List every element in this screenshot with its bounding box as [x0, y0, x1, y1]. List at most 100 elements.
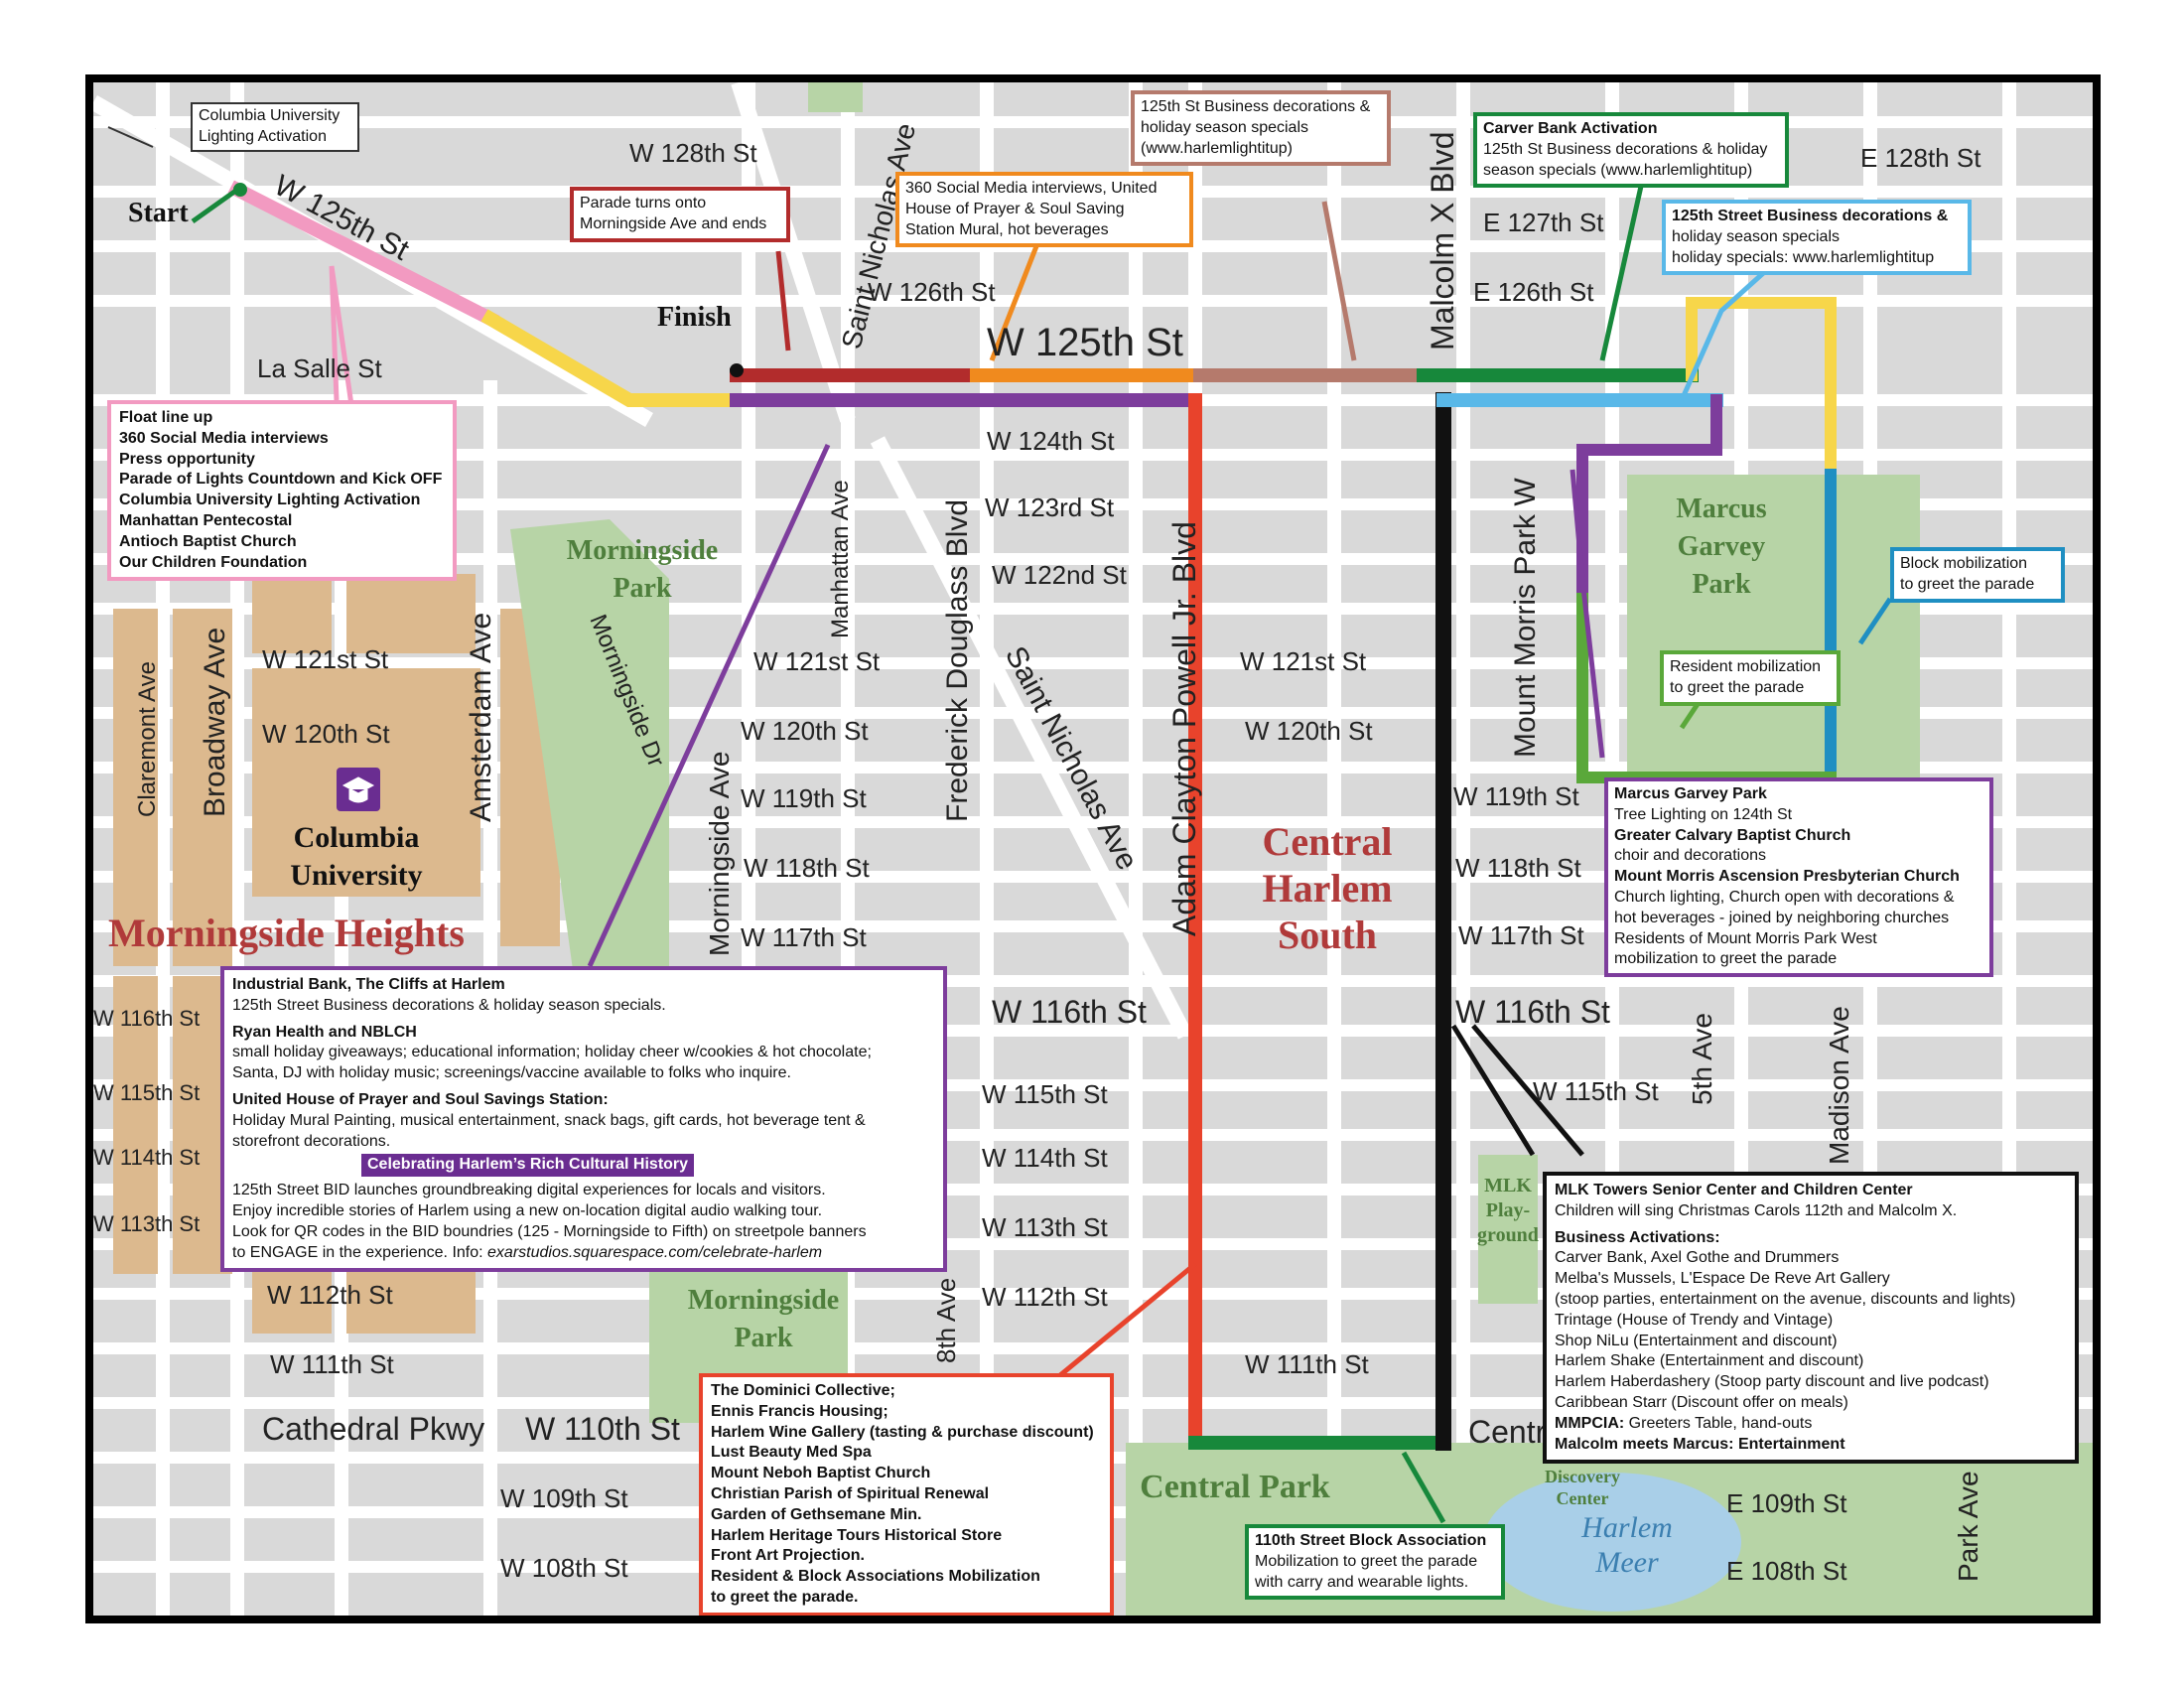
street-label: Cathedral Pkwy [262, 1411, 484, 1447]
callout-line: Residents of Mount Morris Park West [1614, 929, 1877, 947]
street-label: W 121st St [1240, 646, 1367, 676]
callout-line: choir and decorations [1614, 847, 1766, 865]
street-label: E 108th St [1726, 1556, 1847, 1586]
park-label: Morningside [567, 535, 718, 566]
callout-dominici: The Dominici Collective; Ennis Francis Ho… [699, 1373, 1114, 1616]
callout-line: mobilization to greet the parade [1614, 950, 1838, 968]
callout-industrial-bank: Industrial Bank, The Cliffs at Harlem 12… [220, 966, 947, 1273]
street-label: W 120th St [741, 716, 869, 746]
street-label: W 117th St [1458, 920, 1584, 950]
harlem-meer-water [1483, 1473, 1741, 1612]
park-label: Center [1557, 1488, 1609, 1508]
neighborhood-central-harlem-south: Harlem [1262, 866, 1392, 911]
street-label: W 116th St [992, 994, 1147, 1030]
callout-line: Harlem Heritage Tours Historical Store [711, 1526, 1003, 1544]
park-label: Garvey [1678, 531, 1766, 562]
street-label: W 121st St [753, 646, 881, 676]
callout-line: Carver Bank, Axel Gothe and Drummers [1555, 1249, 1840, 1267]
callout-parade-turns: Parade turns onto Morningside Ave and en… [570, 187, 790, 242]
street-label: W 120th St [1245, 716, 1373, 746]
avenue-label: Adam Clayton Powell Jr. Blvd [1166, 521, 1202, 936]
callout-float-lineup: Float line up 360 Social Media interview… [107, 400, 457, 582]
callout-line: Melba's Mussels, L'Espace De Reve Art Ga… [1555, 1270, 1890, 1288]
street-label: E 109th St [1726, 1488, 1847, 1518]
callout-360-social: 360 Social Media interviews, United Hous… [895, 172, 1193, 248]
callout-mlk-towers: MLK Towers Senior Center and Children Ce… [1543, 1172, 2079, 1465]
callout-line: to greet the parade. [711, 1588, 859, 1606]
callout-line: Garden of Gethsemane Min. [711, 1505, 922, 1523]
mlk-playground [1478, 1155, 1538, 1304]
avenue-label: Frederick Douglass Blvd [941, 499, 974, 822]
start-marker [233, 183, 247, 197]
street-label: W 118th St [1455, 853, 1581, 883]
street-label: W 110th St [525, 1411, 680, 1447]
avenue-label: 8th Ave [931, 1278, 961, 1363]
avenue-label: Claremont Ave [134, 661, 161, 817]
park-label: Park [1692, 569, 1751, 600]
street-label: Centr [1468, 1414, 1547, 1450]
street-label-w125: W 125th St [987, 321, 1183, 364]
street-label: W 109th St [500, 1483, 628, 1513]
street-label: W 116th St [93, 1006, 200, 1031]
finish-marker [730, 363, 744, 377]
street-label: E 127th St [1483, 208, 1604, 237]
cultural-history-banner: Celebrating Harlem’s Rich Cultural Histo… [361, 1154, 695, 1178]
avenue-label: Morningside Ave [704, 752, 735, 957]
callout-resident-mobilization: Resident mobilization to greet the parad… [1660, 650, 1841, 706]
marcus-garvey-park [1627, 475, 1920, 782]
callout-line: The Dominici Collective; [711, 1382, 895, 1399]
street-label: W 113th St [982, 1212, 1108, 1242]
start-label: Start [128, 198, 189, 228]
finish-label: Finish [657, 302, 732, 333]
parade-route-map: W 128th St E 128th St E 127th St W 126th… [85, 74, 2101, 1623]
callout-line: Mount Neboh Baptist Church [711, 1465, 931, 1482]
park-label: Park [734, 1323, 793, 1353]
callout-line: Tree Lighting on 124th St [1614, 805, 1793, 823]
lake-label: Harlem [1580, 1511, 1673, 1544]
callout-line: Mount Morris Ascension Presbyterian Chur… [1614, 868, 1960, 886]
street-label: W 115th St [982, 1079, 1108, 1109]
street-label: W 111th St [270, 1349, 395, 1379]
callout-line: Harlem Wine Gallery (tasting & purchase … [711, 1423, 1094, 1441]
park-label: Marcus [1676, 493, 1766, 524]
street-label: W 119th St [741, 783, 867, 813]
neighborhood-morningside-heights: Morningside Heights [108, 911, 465, 955]
park-label: Discovery [1545, 1467, 1620, 1486]
route-pink-segment [227, 180, 500, 329]
street-label: W 124th St [987, 426, 1115, 456]
callout-line: Marcus Garvey Park [1614, 785, 1767, 802]
avenue-label: Park Ave [1953, 1471, 1983, 1582]
street-label: W 120th St [262, 719, 390, 749]
park-label: Morningside [688, 1285, 839, 1316]
park-label: Park [613, 573, 672, 604]
columbia-campus-blocks [113, 574, 560, 1334]
street-label: W 123rd St [985, 492, 1115, 522]
avenue-label: Manhattan Ave [827, 480, 854, 638]
street-label: W 118th St [744, 853, 870, 883]
route-yellow-segment [480, 309, 744, 407]
avenue-label: Amsterdam Ave [465, 613, 497, 822]
street-label: W 126th St [868, 277, 996, 307]
callout-line: Trintage (House of Trendy and Vintage) [1555, 1311, 1834, 1329]
street-label: W 115th St [1533, 1076, 1659, 1106]
street-label: W 115th St [93, 1080, 200, 1105]
callout-columbia-lighting: Columbia University Lighting Activation [191, 102, 359, 152]
park-label: MLK [1484, 1175, 1532, 1196]
callout-line: Harlem Haberdashery (Stoop party discoun… [1555, 1373, 1989, 1391]
columbia-university-label: Columbia [294, 821, 420, 854]
walking-tour-link[interactable]: exarstudios.squarespace.com/celebrate-ha… [487, 1243, 823, 1261]
avenue-label: Broadway Ave [199, 628, 231, 817]
route-purple-east-segment [1576, 394, 1722, 605]
street-label: W 128th St [629, 138, 757, 168]
callout-line: Harlem Shake (Entertainment and discount… [1555, 1352, 1864, 1370]
callout-line: Ennis Francis Housing; [711, 1402, 888, 1420]
street-label: E 126th St [1473, 277, 1594, 307]
street-label: W 113th St [93, 1211, 200, 1236]
avenue-label: Malcolm X Blvd [1425, 132, 1460, 352]
street-label: W 121st St [262, 644, 389, 674]
callout-110th-block: 110th Street Block Association Mobilizat… [1245, 1524, 1505, 1601]
callout-line: Front Art Projection. [711, 1547, 865, 1565]
callout-block-mobilization: Block mobilization to greet the parade [1890, 547, 2065, 603]
street-label: W 111th St [1245, 1349, 1370, 1379]
